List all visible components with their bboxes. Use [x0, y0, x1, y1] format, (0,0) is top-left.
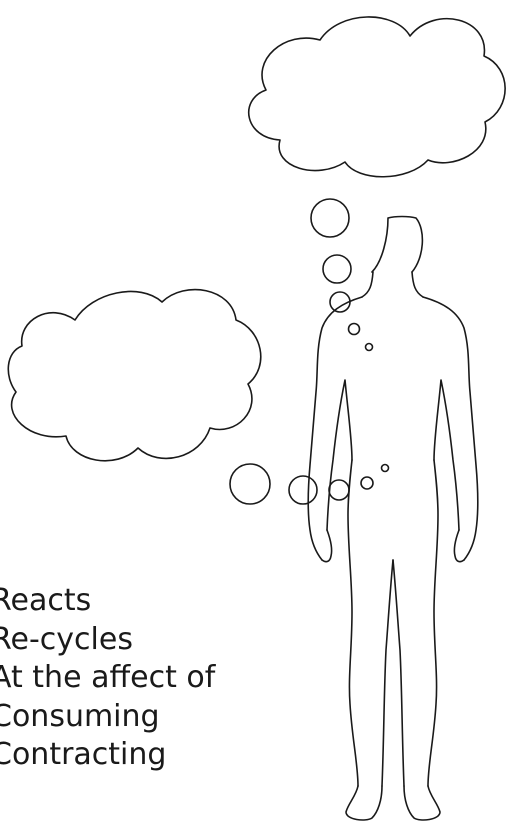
lower-trail-bubble-small — [329, 480, 349, 500]
upper-trail-bubble-medium — [323, 255, 351, 283]
human-figure-outline — [308, 217, 478, 821]
word-item: Reacts — [0, 582, 215, 621]
lower-thought-cloud — [8, 290, 260, 461]
lower-trail-bubble-smaller — [361, 477, 373, 489]
upper-thought-cloud — [249, 17, 505, 177]
upper-trail-bubble-tiny — [366, 344, 373, 351]
upper-trail-bubble-smaller — [349, 324, 360, 335]
word-item: At the affect of — [0, 659, 215, 698]
word-list: Reacts Re-cycles At the affect of Consum… — [0, 582, 215, 775]
word-item: Contracting — [0, 736, 215, 775]
upper-trail-bubble-large — [311, 199, 349, 237]
word-item: Re-cycles — [0, 621, 215, 660]
lower-trail-bubble-medium — [289, 476, 317, 504]
lower-trail-bubble-large — [230, 464, 270, 504]
word-item: Consuming — [0, 698, 215, 737]
lower-trail-bubble-tiny — [382, 465, 389, 472]
